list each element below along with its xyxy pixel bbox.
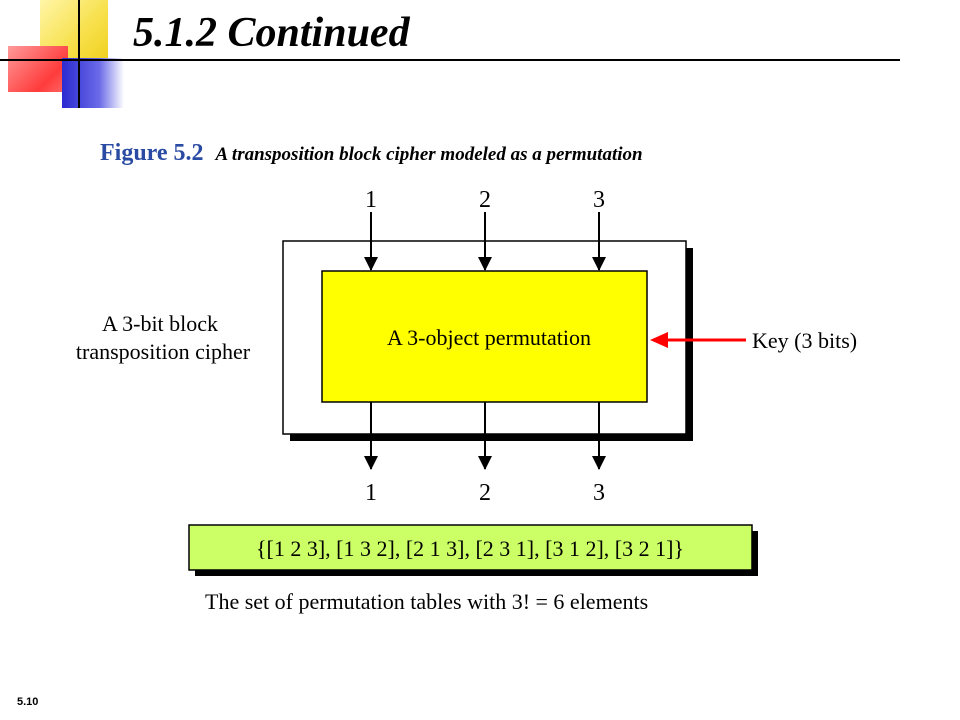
- figure-caption-text: A transposition block cipher modeled as …: [215, 144, 643, 165]
- output-arrowhead-3: [592, 456, 606, 470]
- permutation-set-caption: The set of permutation tables with 3! = …: [205, 589, 648, 614]
- permutation-set-text: {[1 2 3], [1 3 2], [2 1 3], [2 3 1], [3 …: [256, 536, 684, 561]
- slide-title: 5.1.2 Continued: [133, 10, 410, 56]
- input-label-3: 3: [593, 187, 605, 213]
- key-arrowhead: [650, 332, 668, 348]
- output-label-3: 3: [593, 480, 605, 506]
- input-label-1: 1: [365, 187, 377, 213]
- output-arrowhead-1: [364, 456, 378, 470]
- key-label: Key (3 bits): [752, 328, 857, 353]
- permutation-set-box: [188, 524, 753, 571]
- outer-label-line1: A 3-bit block: [102, 311, 218, 336]
- decor-horizontal-line: [0, 59, 900, 61]
- input-arrowhead-3: [592, 257, 606, 271]
- decor-red-square: [8, 46, 68, 92]
- output-arrowhead-2: [478, 456, 492, 470]
- input-arrowhead-2: [478, 257, 492, 271]
- input-arrowhead-1: [364, 257, 378, 271]
- decor-blue-square: [62, 58, 124, 108]
- figure-label: Figure 5.2: [100, 140, 204, 166]
- outer-label-line2: transposition cipher: [76, 339, 251, 364]
- output-label-2: 2: [479, 480, 491, 506]
- decor-vertical-line: [78, 0, 80, 108]
- output-label-1: 1: [365, 480, 377, 506]
- slide-number: 5.10: [17, 696, 39, 708]
- figure-caption: Figure 5.2 A transposition block cipher …: [100, 140, 643, 167]
- inner-permutation-label: A 3-object permutation: [387, 325, 591, 350]
- input-label-2: 2: [479, 187, 491, 213]
